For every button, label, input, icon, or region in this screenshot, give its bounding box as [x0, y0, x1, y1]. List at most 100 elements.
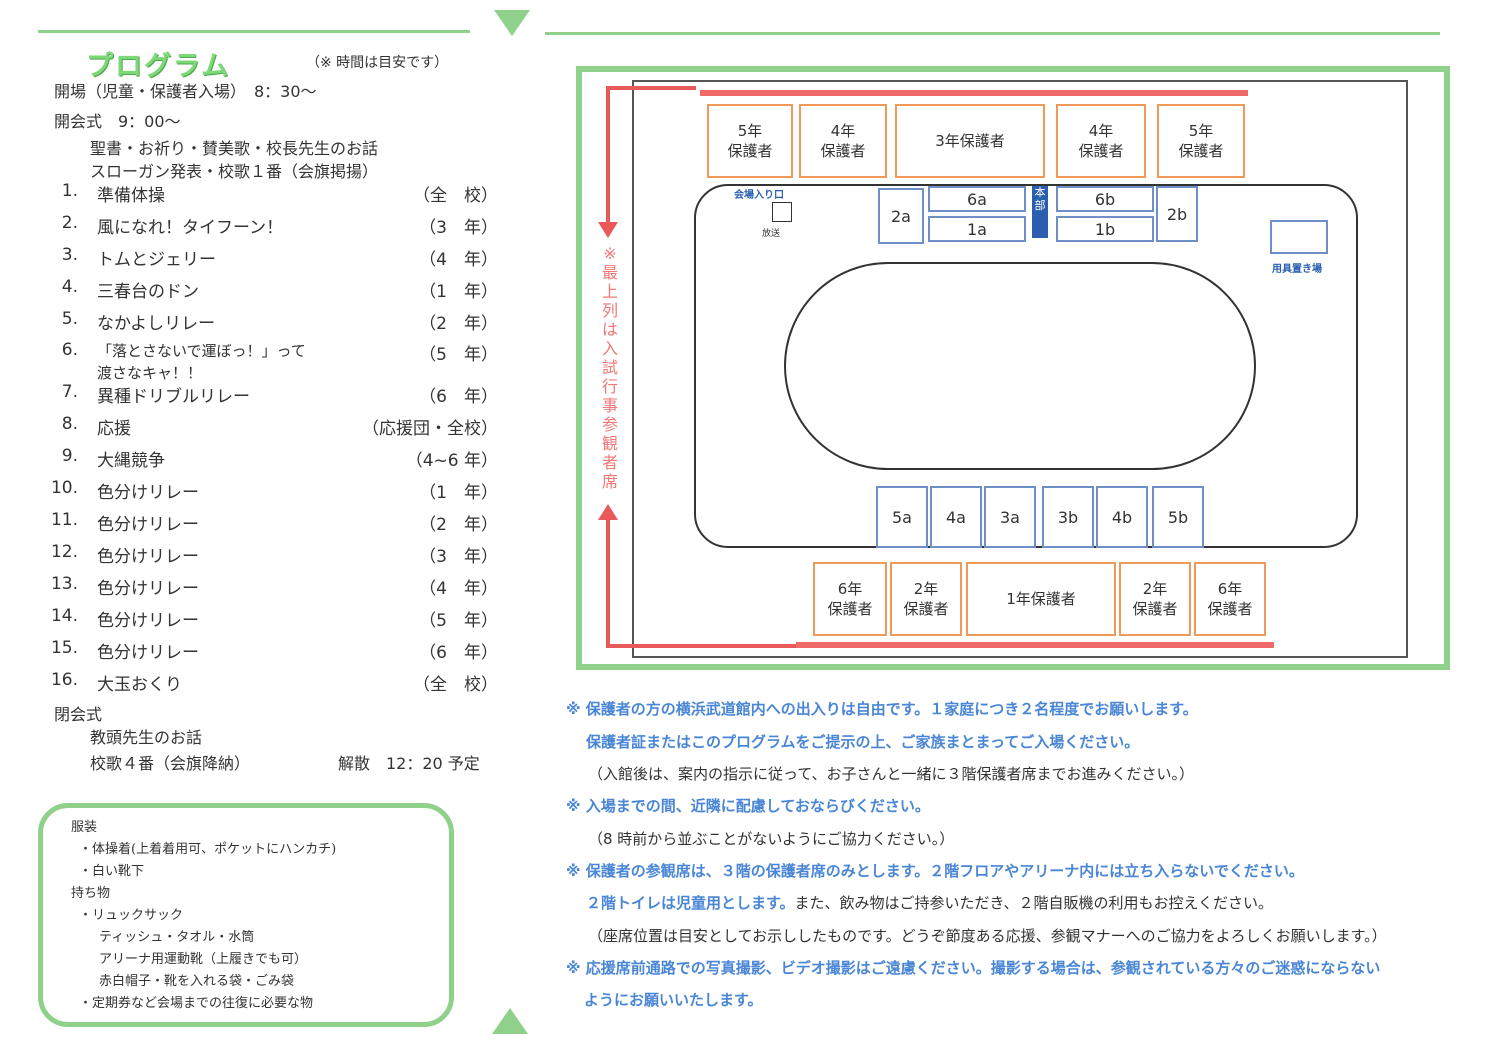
student-seat-2b: 2b [1156, 186, 1198, 242]
item-number: 1. [61, 181, 78, 201]
item-grade: （5 年） [419, 611, 498, 631]
item-name: 色分けリレー [97, 547, 199, 567]
item-name: 色分けリレー [97, 611, 199, 631]
program-title: プログラム [86, 51, 231, 82]
parent-seat-grade5-left: 5年 保護者 [707, 104, 793, 178]
clothing-item-1: ・体操着(上着着用可、ポケットにハンカチ) [79, 842, 337, 857]
item-name: 「落とさないで運ぼっ！」って [97, 342, 306, 360]
item-number: 14. [50, 606, 78, 626]
note-6: ※ 保護者の参観席は、３階の保護者席のみとします。２階フロアやアリーナ内には立ち… [566, 862, 1304, 880]
venue-entrance-label: 会場入り口 [734, 190, 784, 201]
item-number: 15. [50, 638, 78, 658]
item-number: 2. [61, 213, 78, 233]
item-number: 7. [61, 382, 78, 402]
item-grade: （6 年） [419, 387, 498, 407]
item-grade: （応援団・全校） [362, 419, 498, 439]
parent-seat-grade5-right: 5年 保護者 [1157, 104, 1245, 178]
opening-entry: 開場（児童・保護者入場） 8：30～ [54, 82, 317, 101]
reserved-row-top [700, 90, 1248, 96]
program-item-9: 9.大縄競争（4~6 年） [48, 446, 498, 474]
arrow-down-icon [598, 222, 618, 238]
program-item-5: 5.なかよしリレー（2 年） [48, 309, 498, 337]
item-number: 13. [50, 574, 78, 594]
belonging-item-4: 赤白帽子・靴を入れる袋・ごみ袋 [99, 974, 295, 989]
item-name: 色分けリレー [97, 483, 199, 503]
note-2: 保護者証またはこのプログラムをご提示の上、ご家族まとまってご入場ください。 [586, 733, 1140, 751]
opening-ceremony: 開会式 9：00～ [54, 112, 181, 131]
item-number: 10. [50, 478, 78, 498]
note-8: （座席位置は目安としてお示ししたものです。どうぞ節度ある応援、参観マナーへのご協… [588, 927, 1387, 945]
broadcast-label: 放送 [762, 229, 781, 239]
program-item-1: 1.準備体操（全 校） [48, 181, 498, 209]
item-grade: （5 年） [419, 345, 498, 365]
item-grade: （4 年） [419, 250, 498, 270]
item-grade: （3 年） [419, 547, 498, 567]
item-name: なかよしリレー [97, 314, 216, 334]
time-note: （※ 時間は目安です） [306, 55, 449, 71]
ceremony-line-1: 聖書・お祈り・賛美歌・校長先生のお話 [90, 139, 379, 158]
item-name: 大玉おくり [97, 675, 182, 695]
reserved-seat-note: ※最上列は入試行事参観者席 [601, 244, 618, 491]
closing-ceremony: 閉会式 [54, 705, 103, 724]
item-grade: （6 年） [419, 643, 498, 663]
note-1: ※ 保護者の方の横浜武道館内への出入りは自由です。１家庭につき２名程度でお願いし… [566, 700, 1198, 718]
clothing-item-2: ・白い靴下 [79, 864, 145, 879]
program-item-15: 15. 色分けリレー （6 年） [48, 638, 498, 666]
student-seat-3a: 3a [984, 486, 1036, 548]
item-number: 9. [61, 446, 78, 466]
student-seat-1a: 1a [928, 216, 1026, 242]
program-item-16: 16.大玉おくり（全 校） [48, 670, 498, 698]
item-grade: （1 年） [419, 483, 498, 503]
top-triangle-marker [494, 10, 530, 36]
item-grade: （3 年） [419, 218, 498, 238]
belonging-item-3: アリーナ用運動靴（上履きでも可） [99, 952, 308, 967]
reserved-arrow-bottom-vertical [606, 516, 610, 648]
bottom-triangle-marker [492, 1008, 528, 1034]
student-seat-5b: 5b [1152, 486, 1204, 548]
program-item-10: 10. 色分けリレー （1 年） [48, 478, 498, 506]
program-item-8: 8.応援（応援団・全校） [48, 414, 498, 442]
student-seat-3b: 3b [1042, 486, 1094, 548]
note-9: ※ 応援席前通路での写真撮影、ビデオ撮影はご遠慮ください。撮影する場合は、参観さ… [566, 959, 1381, 977]
item-number: 4. [61, 277, 78, 297]
note-5: （8 時前から並ぶことがないようにご協力ください。） [588, 830, 955, 848]
item-name: トムとジェリー [97, 250, 216, 270]
equipment-area-box [1270, 220, 1328, 254]
item-number: 3. [61, 245, 78, 265]
item-name: 色分けリレー [97, 643, 199, 663]
student-seat-1b: 1b [1056, 216, 1154, 242]
item-number: 11. [50, 510, 78, 530]
belonging-item-2: ティッシュ・タオル・水筒 [99, 930, 255, 945]
item-grade: （2 年） [419, 314, 498, 334]
program-item-4: 4.三春台のドン（1 年） [48, 277, 498, 305]
right-header-line [545, 32, 1440, 35]
item-name: 大縄競争 [97, 451, 165, 471]
student-seat-2a: 2a [878, 188, 924, 244]
broadcast-booth [772, 202, 792, 222]
student-seat-6b: 6b [1056, 186, 1154, 212]
student-seat-4a: 4a [930, 486, 982, 548]
belonging-item-5: ・定期券など会場までの往復に必要な物 [79, 996, 314, 1011]
note-10: ようにお願いいたします。 [584, 991, 763, 1009]
item-grade: （全 校） [413, 186, 498, 206]
program-item-7: 7.異種ドリブルリレー（6 年） [48, 382, 498, 410]
program-item-13: 13. 色分けリレー （4 年） [48, 574, 498, 602]
belongings-box: 服装 ・体操着(上着着用可、ポケットにハンカチ) ・白い靴下 持ち物 ・リュック… [38, 803, 454, 1027]
ceremony-line-2: スローガン発表・校歌１番（会旗掲揚） [90, 162, 379, 181]
program-item-12: 12. 色分けリレー （3 年） [48, 542, 498, 570]
item-grade: （4 年） [419, 579, 498, 599]
item-grade: （2 年） [419, 515, 498, 535]
item-name: 色分けリレー [97, 579, 199, 599]
dismissal-time: 解散 12：20 予定 [338, 754, 480, 773]
belonging-item-1: ・リュックサック [79, 908, 184, 923]
item-number: 12. [50, 542, 78, 562]
parent-seat-grade6-left: 6年 保護者 [813, 562, 887, 636]
note-4: ※ 入場までの間、近隣に配慮しておならびください。 [566, 797, 930, 815]
program-item-11: 11.色分けリレー（2 年） [48, 510, 498, 538]
student-seat-5a: 5a [876, 486, 928, 548]
item-grade: （1 年） [419, 282, 498, 302]
item-name: 応援 [97, 419, 131, 439]
headquarters-label: 本部 [1032, 186, 1048, 238]
note-7: ２階トイレは児童用とします。また、飲み物はご持参いただき、２階自販機の利用もお控… [586, 894, 1274, 912]
parent-seat-grade2-right: 2年 保護者 [1119, 562, 1191, 636]
